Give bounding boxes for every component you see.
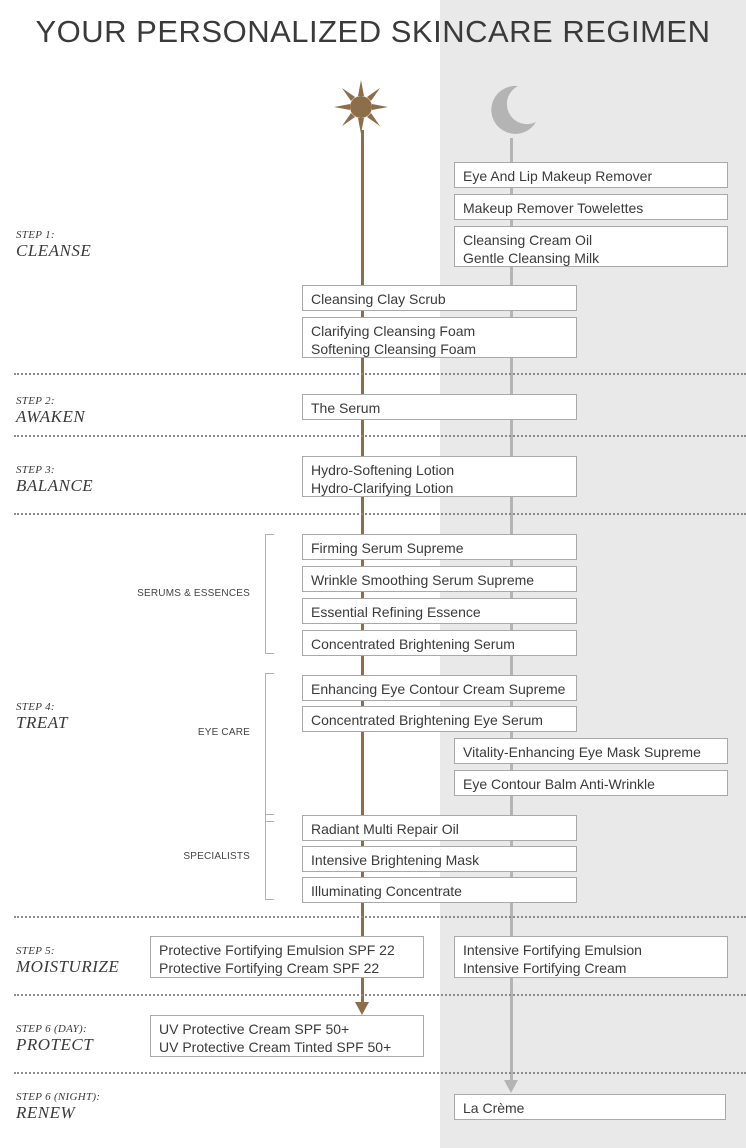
group-eye-care: EYE CARE (197, 727, 250, 738)
product-name: Cleansing Cream Oil (463, 232, 593, 248)
product-concentrated-brightening-serum[interactable]: Concentrated Brightening Serum (302, 630, 577, 656)
step-name: BALANCE (16, 476, 94, 495)
product-brightening-eye-serum[interactable]: Concentrated Brightening Eye Serum (302, 706, 577, 732)
step-name: TREAT (16, 713, 68, 732)
product-name: Gentle Cleansing Milk (463, 250, 600, 266)
product-firming-serum-supreme[interactable]: Firming Serum Supreme (302, 534, 577, 560)
step-number: STEP 4: (16, 701, 55, 713)
group-bracket (265, 673, 274, 822)
step-divider (14, 513, 746, 515)
group-specialists: SPECIALISTS (183, 851, 250, 862)
product-essential-refining-essence[interactable]: Essential Refining Essence (302, 598, 577, 624)
product-name: Protective Fortifying Emulsion SPF 22 (159, 942, 395, 958)
product-name: Intensive Brightening Mask (311, 852, 480, 868)
step-balance: STEP 3: BALANCE (16, 464, 94, 495)
step-number: STEP 5: (16, 945, 55, 957)
step-number: STEP 3: (16, 464, 55, 476)
product-name: Cleansing Clay Scrub (311, 291, 446, 307)
step-renew: STEP 6 (NIGHT): RENEW (16, 1091, 101, 1122)
product-name: UV Protective Cream SPF 50+ (159, 1021, 350, 1037)
product-enhancing-eye-contour-cream[interactable]: Enhancing Eye Contour Cream Supreme (302, 675, 577, 701)
step-protect: STEP 6 (DAY): PROTECT (16, 1023, 94, 1054)
sun-icon (334, 80, 388, 134)
step-divider (14, 994, 746, 996)
step-name: PROTECT (16, 1035, 94, 1054)
product-la-creme[interactable]: La Crème (454, 1094, 726, 1120)
day-timeline-arrow (355, 1002, 369, 1015)
product-name: Hydro-Clarifying Lotion (311, 480, 454, 496)
product-protective-fortifying[interactable]: Protective Fortifying Emulsion SPF 22 Pr… (150, 936, 424, 978)
product-eye-lip-makeup-remover[interactable]: Eye And Lip Makeup Remover (454, 162, 728, 188)
step-number: STEP 2: (16, 395, 55, 407)
product-the-serum[interactable]: The Serum (302, 394, 577, 420)
product-name: Softening Cleansing Foam (311, 341, 476, 357)
product-name: Wrinkle Smoothing Serum Supreme (311, 572, 535, 588)
group-bracket (265, 814, 274, 900)
product-name: Protective Fortifying Cream SPF 22 (159, 960, 380, 976)
page-title: YOUR PERSONALIZED SKINCARE REGIMEN (35, 14, 711, 49)
step-awaken: STEP 2: AWAKEN (16, 395, 86, 426)
group-bracket (265, 534, 274, 654)
product-name: Concentrated Brightening Serum (311, 636, 515, 652)
product-name: Essential Refining Essence (311, 604, 481, 620)
product-name: Radiant Multi Repair Oil (311, 821, 459, 837)
product-name: Eye And Lip Makeup Remover (463, 168, 653, 184)
product-intensive-fortifying[interactable]: Intensive Fortifying Emulsion Intensive … (454, 936, 728, 978)
product-cleansing-foam[interactable]: Clarifying Cleansing Foam Softening Clea… (302, 317, 577, 358)
product-name: Illuminating Concentrate (311, 883, 462, 899)
product-hydro-lotion[interactable]: Hydro-Softening Lotion Hydro-Clarifying … (302, 456, 577, 497)
product-name: Concentrated Brightening Eye Serum (311, 712, 543, 728)
product-name: The Serum (311, 400, 381, 416)
step-number: STEP 6 (NIGHT): (16, 1091, 101, 1103)
product-uv-protective-cream[interactable]: UV Protective Cream SPF 50+ UV Protectiv… (150, 1015, 424, 1057)
step-treat: STEP 4: TREAT (16, 701, 68, 732)
product-eye-contour-balm[interactable]: Eye Contour Balm Anti-Wrinkle (454, 770, 728, 796)
product-name: Clarifying Cleansing Foam (311, 323, 476, 339)
product-makeup-remover-towelettes[interactable]: Makeup Remover Towelettes (454, 194, 728, 220)
product-radiant-multi-repair-oil[interactable]: Radiant Multi Repair Oil (302, 815, 577, 841)
product-name: Vitality-Enhancing Eye Mask Supreme (463, 744, 701, 760)
product-name: Eye Contour Balm Anti-Wrinkle (463, 776, 655, 792)
product-illuminating-concentrate[interactable]: Illuminating Concentrate (302, 877, 577, 903)
product-name: Makeup Remover Towelettes (463, 200, 644, 216)
product-wrinkle-smoothing-serum[interactable]: Wrinkle Smoothing Serum Supreme (302, 566, 577, 592)
step-moisturize: STEP 5: MOISTURIZE (16, 945, 120, 976)
moon-icon (491, 85, 536, 134)
product-vitality-eye-mask[interactable]: Vitality-Enhancing Eye Mask Supreme (454, 738, 728, 764)
product-name: La Crème (463, 1100, 525, 1116)
product-cleansing-cream-oil[interactable]: Cleansing Cream Oil Gentle Cleansing Mil… (454, 226, 728, 267)
step-divider (14, 916, 746, 918)
step-name: AWAKEN (16, 407, 86, 426)
product-name: Firming Serum Supreme (311, 540, 464, 556)
step-cleanse: STEP 1: CLEANSE (16, 229, 92, 260)
product-name: Intensive Fortifying Cream (463, 960, 627, 976)
product-cleansing-clay-scrub[interactable]: Cleansing Clay Scrub (302, 285, 577, 311)
product-intensive-brightening-mask[interactable]: Intensive Brightening Mask (302, 846, 577, 872)
step-divider (14, 373, 746, 375)
step-divider (14, 435, 746, 437)
group-serums-essences: SERUMS & ESSENCES (137, 588, 250, 599)
step-name: CLEANSE (16, 241, 92, 260)
step-divider (14, 1072, 746, 1074)
product-name: UV Protective Cream Tinted SPF 50+ (159, 1039, 392, 1055)
night-timeline-arrow (504, 1080, 518, 1093)
step-name: MOISTURIZE (16, 957, 120, 976)
step-name: RENEW (16, 1103, 76, 1122)
product-name: Enhancing Eye Contour Cream Supreme (311, 681, 566, 697)
step-number: STEP 6 (DAY): (16, 1023, 87, 1035)
product-name: Hydro-Softening Lotion (311, 462, 455, 478)
product-name: Intensive Fortifying Emulsion (463, 942, 642, 958)
step-number: STEP 1: (16, 229, 55, 241)
